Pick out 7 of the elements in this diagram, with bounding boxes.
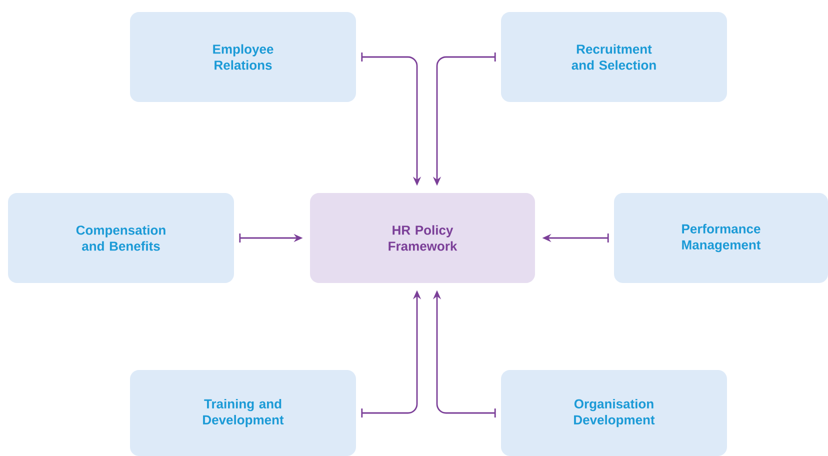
topic-box: Training and Development (130, 370, 356, 456)
topic-box: Recruitment and Selection (501, 12, 727, 102)
topic-box: Compensation and Benefits (8, 193, 234, 283)
topic-box: Organisation Development (501, 370, 727, 456)
policy-box: HR Policy Framework (310, 193, 535, 283)
topic-box: Performance Management (614, 193, 828, 283)
topic-box: Employee Relations (130, 12, 356, 102)
